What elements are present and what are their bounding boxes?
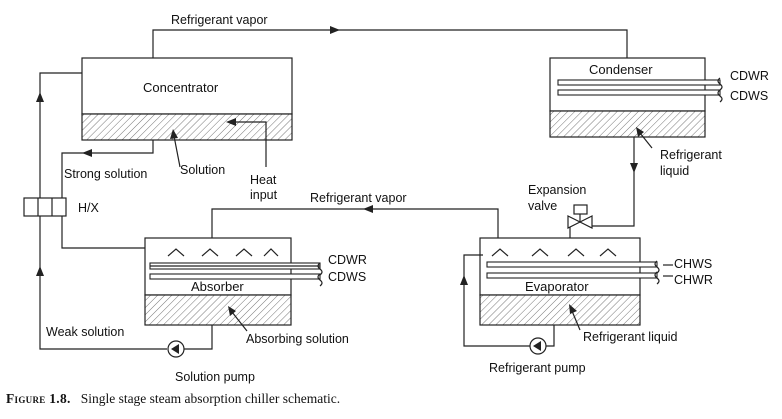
evaporator-coil-connectors <box>654 260 673 285</box>
strong-solution-label: Strong solution <box>64 167 147 181</box>
refrigerant-vapor-top-label: Refrigerant vapor <box>171 13 268 27</box>
refrigerant-liquid-evap-pointer <box>569 304 581 331</box>
solution-pump <box>167 340 185 358</box>
refrigerant-pump <box>529 337 547 355</box>
chwr-label: CHWR <box>674 273 713 287</box>
cdwr-absorber-label: CDWR <box>328 253 367 267</box>
figure-caption: Figure 1.8. Single stage steam absorption… <box>6 391 340 407</box>
refrigerant-liquid-label-2: liquid <box>660 164 689 178</box>
hx-label: H/X <box>78 201 100 215</box>
heat-input-label-1: Heat <box>250 173 277 187</box>
expansion-valve-label-1: Expansion <box>528 183 586 197</box>
refrigerant-vapor-line-mid <box>211 205 499 238</box>
cdwr-condenser-label: CDWR <box>730 69 769 83</box>
condenser-coil-connectors <box>717 77 723 103</box>
refrigerant-vapor-mid-label: Refrigerant vapor <box>310 191 407 205</box>
evaporator-label: Evaporator <box>525 279 589 294</box>
figure-number: Figure 1.8. <box>6 391 71 406</box>
solution-label: Solution <box>180 163 225 177</box>
refrigerant-vapor-line-top <box>152 26 628 58</box>
absorption-chiller-schematic: Refrigerant vapor Concentrator Solution … <box>23 13 769 384</box>
heat-input-arrow <box>226 118 267 167</box>
cdws-absorber-label: CDWS <box>328 270 366 284</box>
absorbing-solution-pointer <box>228 306 248 332</box>
refrigerant-pump-loop <box>460 254 555 347</box>
weak-solution-label: Weak solution <box>46 325 124 339</box>
refrigerant-liquid-evap-label: Refrigerant liquid <box>583 330 678 344</box>
absorber-to-pump-line <box>184 325 213 350</box>
hx-to-absorber-line <box>61 216 145 249</box>
refrigerant-pump-label: Refrigerant pump <box>489 361 586 375</box>
solution-pointer <box>170 129 181 168</box>
expansion-valve-label-2: valve <box>528 199 557 213</box>
concentrator <box>81 57 293 141</box>
absorber-label: Absorber <box>191 279 244 294</box>
figure-caption-text: Single stage steam absorption chiller sc… <box>80 391 341 406</box>
chws-label: CHWS <box>674 257 712 271</box>
solution-pump-label: Solution pump <box>175 370 255 384</box>
expansion-valve <box>567 204 593 229</box>
strong-solution-line <box>61 140 154 198</box>
concentrator-label: Concentrator <box>143 80 219 95</box>
absorbing-solution-label: Absorbing solution <box>246 332 349 346</box>
condenser <box>549 57 721 138</box>
condenser-label: Condenser <box>589 62 653 77</box>
heat-input-label-2: input <box>250 188 278 202</box>
absorber <box>144 237 321 326</box>
evaporator <box>479 237 658 326</box>
refrigerant-liquid-label-1: Refrigerant <box>660 148 722 162</box>
refrigerant-liquid-pointer <box>636 127 653 149</box>
weak-solution-line <box>36 72 167 350</box>
absorber-coil-connectors <box>317 262 323 287</box>
heat-exchanger <box>23 197 67 217</box>
cdws-condenser-label: CDWS <box>730 89 768 103</box>
